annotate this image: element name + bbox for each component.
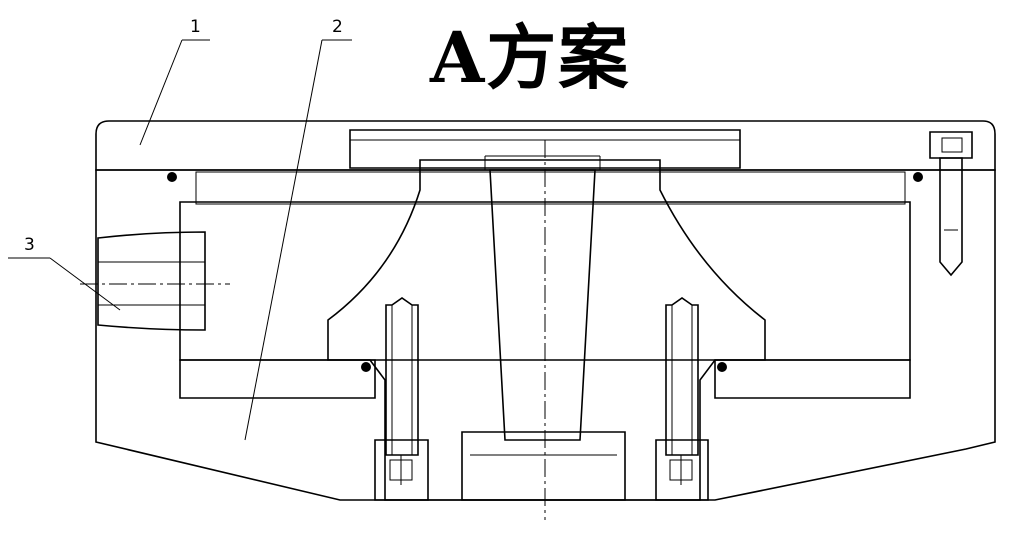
scheme-title: A方案 bbox=[430, 16, 631, 99]
right-bolt bbox=[655, 297, 709, 501]
svg-text:2: 2 bbox=[332, 17, 343, 37]
callout-1: 1 bbox=[139, 17, 210, 146]
central-hub bbox=[327, 155, 766, 501]
left-bolt bbox=[374, 297, 429, 501]
insert-part bbox=[80, 231, 230, 331]
callout-3: 3 bbox=[8, 235, 121, 311]
cover-screw bbox=[929, 131, 973, 277]
o-ring-seals bbox=[167, 172, 923, 372]
svg-text:3: 3 bbox=[24, 235, 35, 255]
svg-text:1: 1 bbox=[190, 17, 201, 37]
base-body bbox=[95, 169, 996, 501]
callout-2: 2 bbox=[244, 17, 352, 441]
